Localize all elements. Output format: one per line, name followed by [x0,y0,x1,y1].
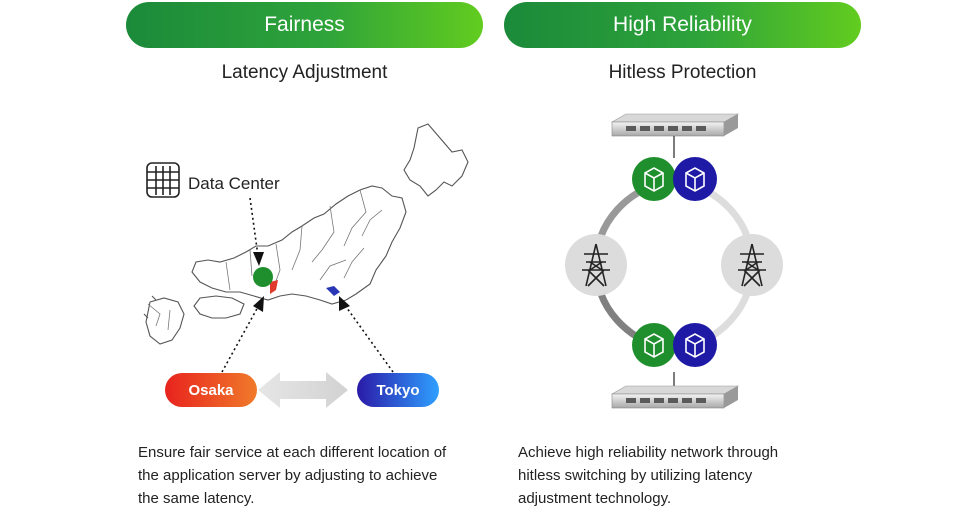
dotted-arrows [221,197,394,373]
double-arrow-icon [258,372,348,408]
fairness-description-line: the application server by adjusting to a… [138,467,438,484]
data-center-dot [253,267,273,287]
box-icon [644,333,664,358]
bottom-network-switch-icon [610,372,740,409]
tokyo-tag: Tokyo [357,373,439,407]
reliability-description-line: Achieve high reliability network through [518,444,779,461]
fairness-description: Ensure fair service at each different lo… [138,441,446,510]
osaka-tag: Osaka [165,373,257,407]
high-reliability-header: High Reliability [504,2,861,48]
top-blue-box-node [673,157,717,201]
high-reliability-header-label: High Reliability [613,13,752,36]
server-rack-icon [146,162,180,198]
top-green-box-node [632,157,676,201]
left-transmission-tower-icon [565,234,627,296]
fairness-header: Fairness [126,2,483,48]
box-icon [644,167,664,192]
reliability-description: Achieve high reliability network through… [518,441,778,510]
tokyo-region [326,286,340,296]
hitless-protection-subtitle: Hitless Protection [608,62,757,83]
reliability-description-line: hitless switching by utilizing latency [518,467,753,484]
right-transmission-tower-icon [721,234,783,296]
box-icon [685,167,705,192]
fairness-header-label: Fairness [264,13,345,36]
japan-map [143,123,469,345]
box-icon [685,333,705,358]
data-center-label: Data Center [188,174,280,193]
bottom-blue-box-node [673,323,717,367]
osaka-region [270,280,278,294]
latency-adjustment-subtitle: Latency Adjustment [221,62,388,83]
fairness-description-line: the same latency. [138,490,255,507]
reliability-description-line: adjustment technology. [518,490,672,507]
bottom-green-box-node [632,323,676,367]
top-network-switch-icon [610,113,740,158]
osaka-label: Osaka [188,381,234,399]
arrowheads [253,252,350,312]
fairness-description-line: Ensure fair service at each different lo… [138,444,447,461]
tokyo-label: Tokyo [376,381,420,399]
